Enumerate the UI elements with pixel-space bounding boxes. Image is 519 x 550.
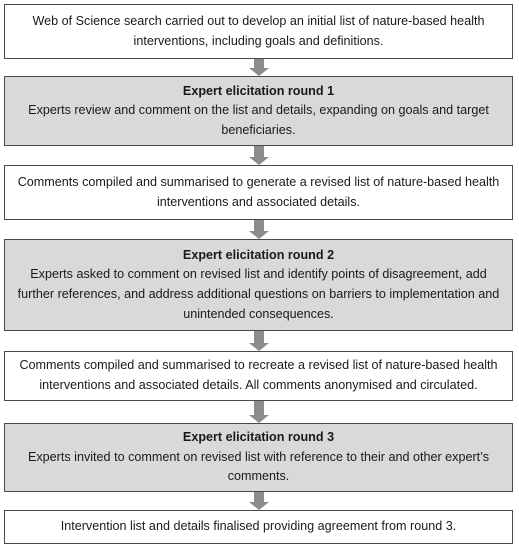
step-2-text: Experts review and comment on the list a… [28,103,489,137]
step-4-title: Expert elicitation round 2 [182,247,335,262]
step-2-box: Expert elicitation round 1 Experts revie… [4,76,513,146]
step-6-title: Expert elicitation round 3 [182,430,335,445]
step-7-box: Intervention list and details finalised … [4,510,513,544]
step-5-text: Comments compiled and summarised to recr… [19,358,498,392]
step-5-box: Comments compiled and summarised to recr… [4,351,513,401]
step-4-text: Experts asked to comment on revised list… [17,267,500,321]
arrow-1-icon [249,59,269,76]
step-3-text: Comments compiled and summarised to gene… [17,174,500,209]
step-7-text: Intervention list and details finalised … [60,519,457,534]
step-4-box: Expert elicitation round 2 Experts asked… [4,239,513,331]
step-3-box: Comments compiled and summarised to gene… [4,165,513,220]
arrow-5-icon [249,401,269,423]
step-2-title: Expert elicitation round 1 [182,83,335,98]
arrow-3-icon [249,220,269,239]
step-6-text: Experts invited to comment on revised li… [27,449,490,484]
arrow-6-icon [249,492,269,510]
step-1-box: Web of Science search carried out to dev… [4,4,513,59]
arrow-4-icon [249,331,269,351]
step-1-text: Web of Science search carried out to dev… [32,13,485,48]
arrow-2-icon [249,146,269,165]
step-6-box: Expert elicitation round 3 Experts invit… [4,423,513,492]
